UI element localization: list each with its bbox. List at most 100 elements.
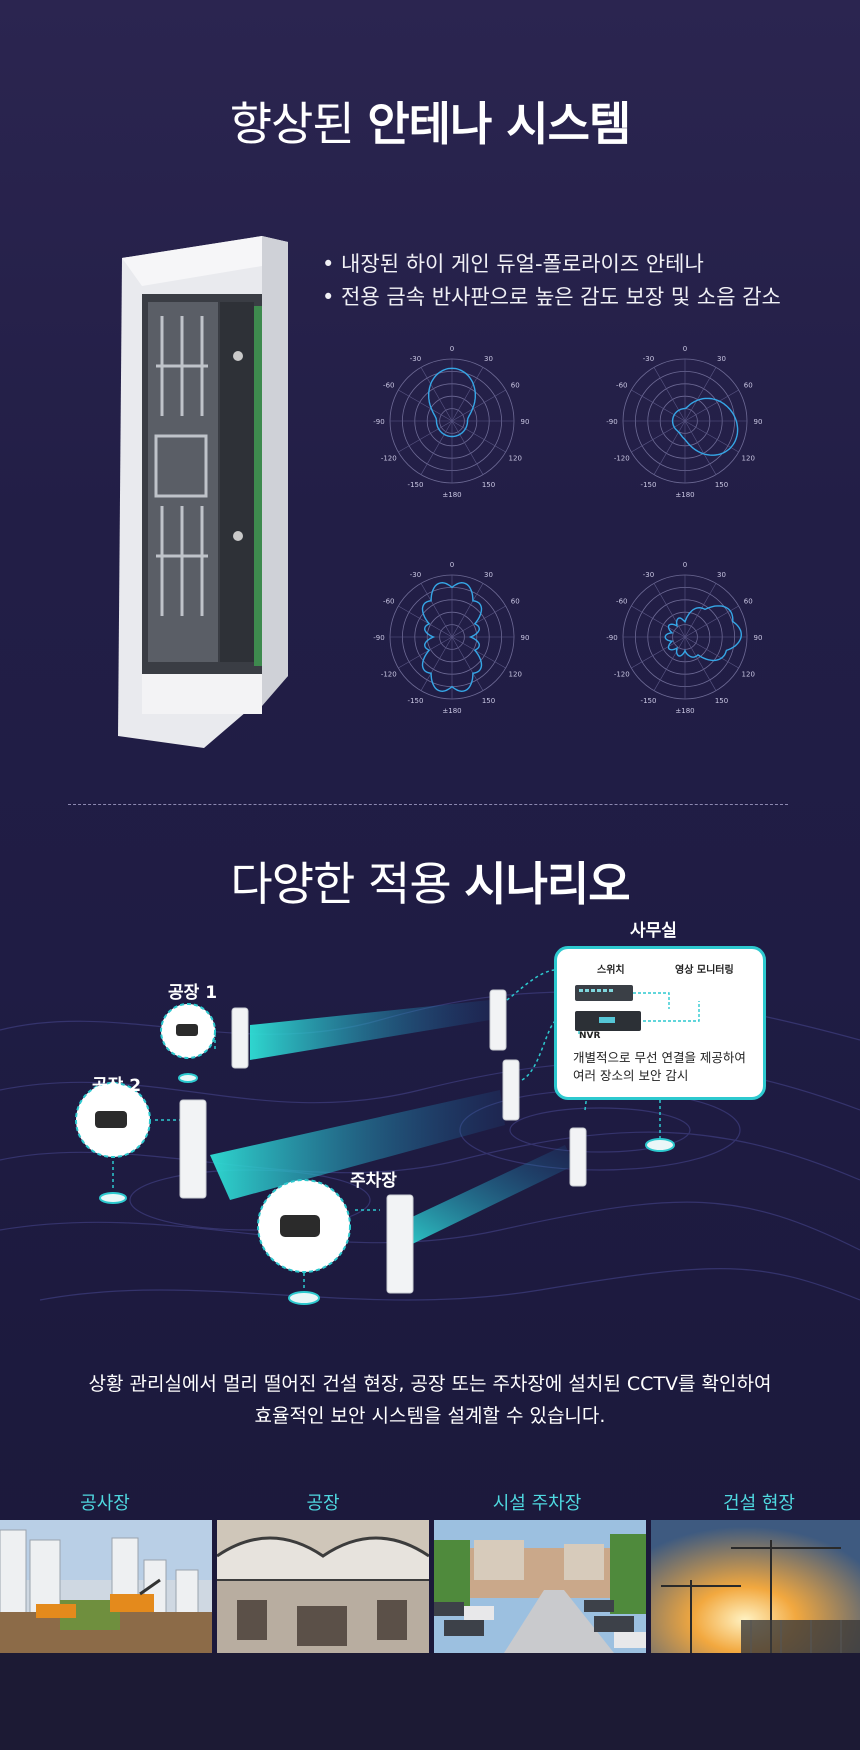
place-label-construction-site: 공사장 xyxy=(80,1493,130,1514)
polar-angle-label: 120 xyxy=(742,455,755,463)
polar-angle-label: 90 xyxy=(521,634,530,642)
polar-angle-label: -90 xyxy=(373,418,384,426)
polar-angle-label: -90 xyxy=(606,418,617,426)
polar-grid-spoke xyxy=(653,367,686,422)
beam-factory2 xyxy=(210,1090,505,1200)
nvr-label: NVR xyxy=(579,1031,601,1041)
beam-parking xyxy=(395,1145,575,1250)
polar-grid-spoke xyxy=(631,636,686,669)
polar-angle-label: 120 xyxy=(509,455,522,463)
polar-angle-label: 0 xyxy=(683,345,687,353)
antenna-device-image xyxy=(118,236,288,748)
polar-angle-label: 90 xyxy=(521,418,530,426)
polar-grid-spoke xyxy=(398,636,453,669)
factory-photo xyxy=(217,1520,429,1653)
polar-grid-spoke xyxy=(451,605,506,638)
place-label-building-site: 건설 현장 xyxy=(723,1493,795,1514)
polar-angle-label: -30 xyxy=(410,355,421,363)
polar-angle-label: -30 xyxy=(643,571,654,579)
scenario-title-light: 다양한 적용 xyxy=(230,857,451,911)
place-label-parking: 시설 주차장 xyxy=(492,1493,582,1514)
polar-grid-spoke xyxy=(451,636,506,669)
office-label: 사무실 xyxy=(630,921,677,941)
polar-grid-spoke xyxy=(684,367,717,422)
antenna-section-title: 향상된 안테나 시스템 xyxy=(0,88,860,154)
polar-grid-spoke xyxy=(451,420,484,475)
polar-grid-spoke xyxy=(653,636,686,691)
polar-pattern-curve xyxy=(428,367,476,438)
polar-pattern-curve xyxy=(664,605,743,662)
antenna-title-bold: 안테나 시스템 xyxy=(367,97,631,151)
polar-angle-label: 0 xyxy=(450,345,454,353)
polar-grid-spoke xyxy=(398,605,453,638)
scenario-title-bold: 시나리오 xyxy=(464,857,630,911)
polar-grid-spoke xyxy=(420,636,453,691)
antenna-title-light: 향상된 xyxy=(229,97,355,151)
polar-angle-label: 120 xyxy=(742,671,755,679)
polar-angle-label: -90 xyxy=(606,634,617,642)
polar-angle-label: -150 xyxy=(408,697,424,705)
polar-grid-spoke xyxy=(684,583,717,638)
polar-angle-label: 90 xyxy=(754,634,763,642)
polar-grid-spoke xyxy=(451,420,506,453)
polar-grid-spoke xyxy=(451,389,506,422)
polar-grid-spoke xyxy=(684,389,739,422)
office-caption: 개별적으로 무선 연결을 제공하여 여러 장소의 보안 감시 xyxy=(573,1049,746,1085)
polar-angle-label: ±180 xyxy=(675,707,694,715)
polar-angle-label: ±180 xyxy=(442,491,461,499)
feature-bullets: • 내장된 하이 게인 듀얼-폴로라이즈 안테나 • 전용 금속 반사판으로 높… xyxy=(322,248,781,314)
polar-angle-label: 30 xyxy=(484,571,493,579)
polar-grid-spoke xyxy=(451,367,484,422)
network-equipment-icons xyxy=(575,985,700,1035)
office-caption-line1: 개별적으로 무선 연결을 제공하여 xyxy=(573,1050,746,1065)
scenario-description-line1: 상황 관리실에서 멀리 떨어진 건설 현장, 공장 또는 주차장에 설치된 CC… xyxy=(88,1373,772,1395)
polar-angle-label: -150 xyxy=(408,481,424,489)
polar-grid-spoke xyxy=(398,420,453,453)
polar-angle-label: ±180 xyxy=(675,491,694,499)
polar-angle-label: 120 xyxy=(509,671,522,679)
polar-angle-label: 0 xyxy=(450,561,454,569)
factory1-label: 공장 1 xyxy=(168,983,218,1003)
construction-site-photo xyxy=(0,1520,212,1653)
polar-grid-spoke xyxy=(684,636,739,669)
polar-angle-label: -60 xyxy=(383,382,394,390)
polar-angle-label: -120 xyxy=(381,671,397,679)
factory2-label: 공장 2 xyxy=(92,1076,142,1096)
scenario-diagram xyxy=(0,969,860,1305)
polar-angle-label: 30 xyxy=(717,571,726,579)
polar-angle-label: -60 xyxy=(616,598,627,606)
section-divider xyxy=(68,804,788,805)
polar-grid-spoke xyxy=(451,636,484,691)
polar-angle-label: 60 xyxy=(744,598,753,606)
building-site-photo xyxy=(651,1520,860,1653)
polar-grid-spoke xyxy=(631,605,686,638)
polar-angle-label: 150 xyxy=(715,697,728,705)
polar-angle-label: 0 xyxy=(683,561,687,569)
switch-label: 스위치 xyxy=(597,965,625,976)
beam-factory1 xyxy=(250,1000,490,1060)
polar-angle-label: -30 xyxy=(643,355,654,363)
polar-angle-label: -90 xyxy=(373,634,384,642)
polar-pattern-curve xyxy=(671,397,739,456)
feature-bullet-1: • 내장된 하이 게인 듀얼-폴로라이즈 안테나 xyxy=(322,252,704,276)
polar-grid-spoke xyxy=(684,420,717,475)
polar-angle-label: 90 xyxy=(754,418,763,426)
polar-angle-label: 30 xyxy=(484,355,493,363)
polar-angle-label: 150 xyxy=(482,697,495,705)
polar-grid-spoke xyxy=(684,420,739,453)
parking-label: 주차장 xyxy=(350,1171,397,1191)
polar-angle-label: -120 xyxy=(614,671,630,679)
polar-grid-spoke xyxy=(631,389,686,422)
polar-grid-spoke xyxy=(684,636,717,691)
polar-angle-label: ±180 xyxy=(442,707,461,715)
office-caption-line2: 여러 장소의 보안 감시 xyxy=(573,1068,689,1083)
polar-grid-spoke xyxy=(653,583,686,638)
scenario-description-line2: 효율적인 보안 시스템을 설계할 수 있습니다. xyxy=(254,1405,606,1427)
place-label-factory: 공장 xyxy=(306,1493,340,1514)
bottom-band xyxy=(0,1653,860,1750)
